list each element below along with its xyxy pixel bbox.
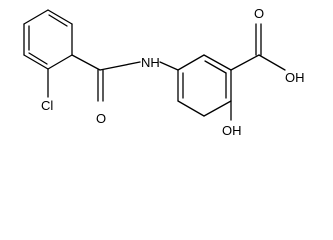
amide-oxygen-label: O <box>96 111 106 126</box>
phenol-hydroxyl-label: OH <box>222 123 242 138</box>
ring-to-carbonyl-bond <box>71 54 101 71</box>
chlorine-label: Cl <box>41 98 53 113</box>
ring-b-bond <box>177 100 205 117</box>
chemical-structure-diagram: NH O Cl O OH OH <box>23 6 305 138</box>
ring-a-bond <box>47 54 73 70</box>
ring-to-carboxyl-bond <box>230 54 260 71</box>
ring-a-bond <box>23 9 49 25</box>
ring-b-bond <box>203 100 232 117</box>
ring-a-bond <box>23 54 49 70</box>
ring-b-bond <box>177 54 205 71</box>
carboxyl-oh-bond <box>258 54 286 71</box>
ring-b-bond <box>203 54 232 71</box>
nitrogen-to-ring-bond <box>159 61 179 71</box>
nitrogen-label: NH <box>141 55 160 70</box>
acid-oxygen-label: O <box>254 6 264 21</box>
hydroxybenzoic-ring <box>177 54 232 117</box>
acid-hydroxyl-label: OH <box>285 70 305 85</box>
ring-a-bond <box>47 9 73 25</box>
ring-a-double-bond <box>28 52 48 65</box>
chlorophenyl-ring <box>23 9 73 70</box>
ring-a-double-bond <box>48 14 68 27</box>
carbonyl-to-nitrogen-bond <box>99 61 141 71</box>
ring-b-double-bond <box>204 60 227 74</box>
